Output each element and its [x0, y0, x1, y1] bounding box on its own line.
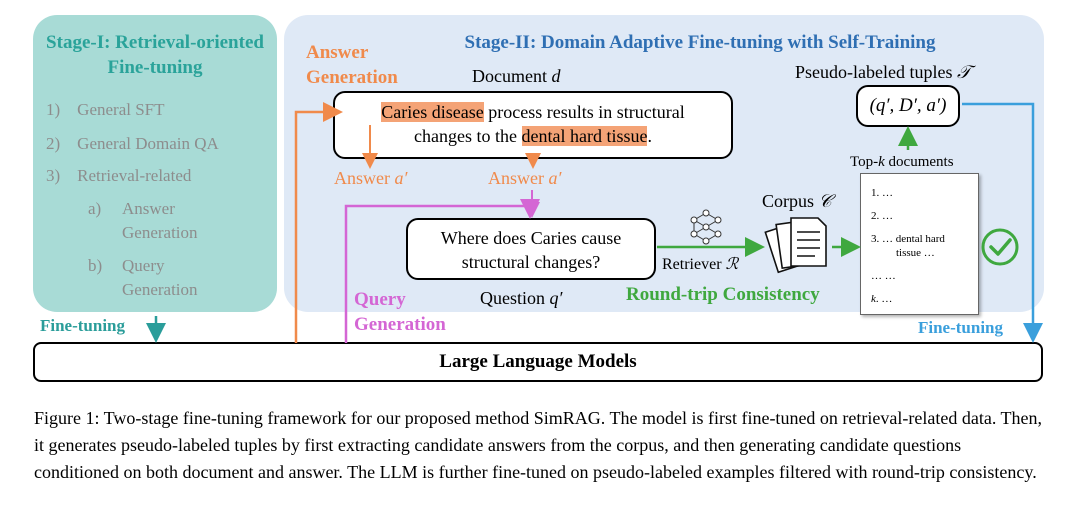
- answer-label-2: Answer a′: [488, 168, 562, 188]
- doc-list-item: k. …: [871, 293, 893, 305]
- pseudo-labeled-tuples-label: Pseudo-labeled tuples 𝒯: [795, 62, 971, 82]
- stage1-item-general-domain-qa: 2) General Domain QA: [46, 134, 219, 153]
- large-language-models-bar: Large Language Models: [33, 342, 1043, 382]
- fine-tuning-arrow-right: [962, 102, 1043, 343]
- stage1-sub-a-marker: a): [88, 199, 102, 218]
- answer-highlight-2: dental hard tissue: [521, 126, 648, 146]
- documents-stack-icon: [764, 217, 827, 274]
- neural-network-icon: [690, 209, 722, 245]
- stage1-sub-query-generation: Query Generation: [122, 256, 198, 299]
- topk-documents-list: 1. … 2. … 3. … dental hard tissue … … … …: [860, 173, 979, 315]
- doc-list-item: 2. …: [871, 210, 893, 222]
- doc-list-item: 1. …: [871, 187, 893, 199]
- pseudo-labeled-tuple-box: (q′, D′, a′): [856, 85, 960, 127]
- stage1-title: Stage-I: Retrieval-oriented Fine-tuning: [46, 32, 264, 78]
- stage1-sub-b-marker: b): [88, 256, 103, 275]
- stage1-item-general-sft: 1) General SFT: [46, 100, 165, 119]
- doc-list-item: 3. … dental hard: [871, 233, 945, 245]
- document-label: Document d: [472, 66, 561, 86]
- doc-list-item: tissue …: [896, 247, 935, 259]
- answer-generation-arrow: [294, 102, 343, 343]
- query-generation-arrow: [344, 199, 540, 343]
- stage1-panel: [33, 15, 277, 312]
- answer-generation-label: Answer Generation: [306, 42, 398, 88]
- answer-highlight-1: Caries disease: [381, 102, 484, 122]
- figure-caption: Figure 1: Two-stage fine-tuning framewor…: [34, 408, 1042, 482]
- answer-label-1: Answer a′: [334, 168, 408, 188]
- round-trip-consistency-label: Round-trip Consistency: [626, 284, 820, 305]
- doc-list-item: … …: [871, 270, 896, 282]
- topk-documents-label: Top-k documents: [850, 154, 954, 170]
- check-circle-icon: [981, 228, 1019, 266]
- document-box: Caries disease process results in struct…: [333, 91, 733, 159]
- fine-tuning-label-right: Fine-tuning: [918, 318, 1004, 337]
- stage1-sub-answer-generation: Answer Generation: [122, 199, 198, 242]
- stage2-title: Stage-II: Domain Adaptive Fine-tuning wi…: [464, 32, 936, 53]
- query-generation-label: Query Generation: [354, 289, 446, 335]
- stage1-item-retrieval-related: 3) Retrieval-related: [46, 166, 192, 185]
- question-label: Question q′: [480, 288, 563, 308]
- fine-tuning-label-left: Fine-tuning: [40, 316, 126, 335]
- corpus-label: Corpus 𝒞: [762, 191, 832, 211]
- retriever-label: Retriever ℛ: [662, 256, 739, 273]
